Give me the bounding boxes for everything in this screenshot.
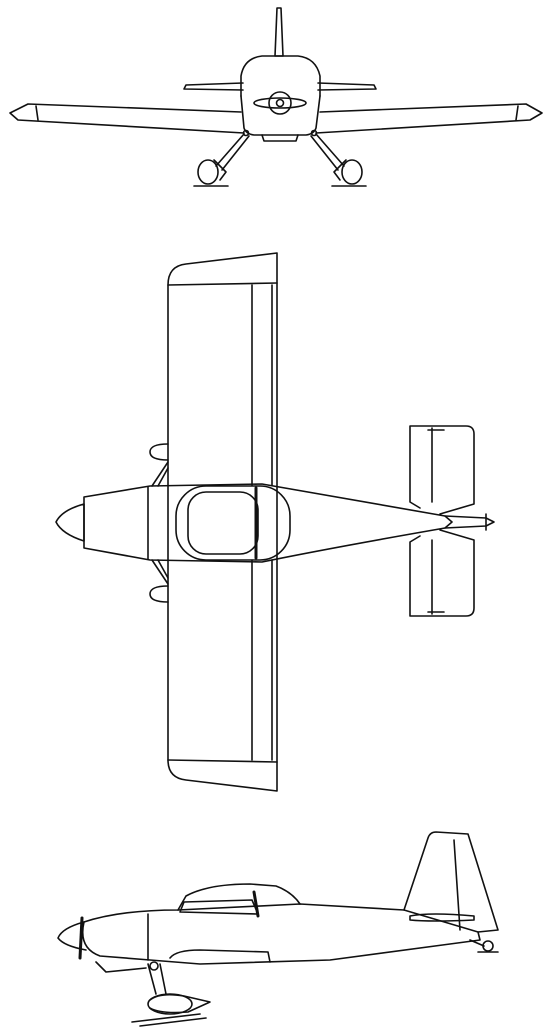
fuselage-front xyxy=(241,96,320,135)
aileron-upper xyxy=(252,285,272,485)
side-view xyxy=(58,832,498,1026)
horizontal-stabilizer-left xyxy=(184,83,243,90)
aileron-lower xyxy=(252,560,272,760)
canopy-front xyxy=(241,56,320,96)
canopy-glass-top xyxy=(188,492,258,554)
wing-left xyxy=(10,104,244,133)
vertical-fin xyxy=(275,8,283,56)
main-gear-pivot xyxy=(150,962,158,970)
canopy-frame-top xyxy=(176,486,290,560)
wing-right-tip xyxy=(516,106,518,120)
spinner-top xyxy=(56,504,84,541)
belly-scoop xyxy=(96,962,146,972)
vertical-tail-side xyxy=(404,832,498,932)
stabilizer-side xyxy=(410,914,474,921)
spinner-front xyxy=(269,92,291,114)
wing-left-tip xyxy=(36,106,38,120)
fuselage-side xyxy=(83,904,480,964)
spinner-hub xyxy=(277,100,284,107)
gear-fairing-lower xyxy=(150,586,168,602)
horizontal-tail-lower xyxy=(410,530,474,616)
gear-strut-lower xyxy=(152,560,168,584)
wheel-pant-side xyxy=(150,995,210,1013)
gear-right-pivot xyxy=(312,131,317,136)
rudder-top xyxy=(445,516,494,528)
propeller-side xyxy=(80,918,82,958)
main-gear-leg-side xyxy=(148,964,166,994)
wing-right xyxy=(316,104,542,133)
canopy-frame-side xyxy=(180,900,258,914)
horizontal-stabilizer-right xyxy=(318,83,376,90)
gear-left-pivot xyxy=(244,131,249,136)
gear-strut-upper xyxy=(152,462,168,486)
gear-left-leg xyxy=(216,134,249,170)
canopy-bow-side xyxy=(254,892,258,916)
wheel-right xyxy=(342,160,362,184)
spinner-side xyxy=(58,922,86,950)
main-wing-planform xyxy=(168,253,277,791)
propeller-front xyxy=(254,98,306,108)
wing-tip-line-upper xyxy=(168,283,277,285)
elevator-lower xyxy=(428,540,444,614)
gear-right-leg xyxy=(311,134,344,170)
top-view xyxy=(56,253,494,791)
wheel-left-fairing xyxy=(214,160,226,180)
horizontal-tail-upper xyxy=(410,426,474,514)
wing-tip-line-lower xyxy=(168,760,277,762)
front-view xyxy=(10,8,542,186)
ground-side xyxy=(132,1014,206,1026)
rudder-hinge xyxy=(454,840,460,930)
tail-wheel-strut xyxy=(470,940,484,946)
canopy-side xyxy=(178,884,300,910)
fuselage-top xyxy=(84,484,452,562)
belly-fairing xyxy=(262,135,298,141)
tail-wheel-side xyxy=(483,941,493,951)
wheel-left xyxy=(198,160,218,184)
wing-side xyxy=(170,950,270,962)
wheel-right-fairing xyxy=(334,160,346,180)
gear-fairing-upper xyxy=(150,444,168,460)
elevator-upper xyxy=(428,428,444,502)
